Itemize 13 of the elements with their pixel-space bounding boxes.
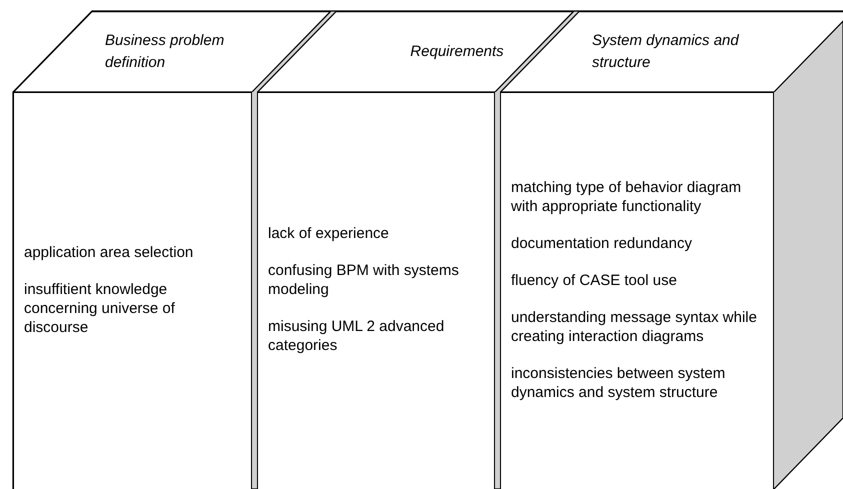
body-text: confusing BPM with systems modeling [268, 261, 460, 299]
body-text: lack of experience [268, 224, 390, 243]
body-text: application area selection [24, 242, 194, 262]
body-text: insuffitient knowledge concerning universe of discourse [24, 280, 176, 336]
column-heading: Requirements [409, 42, 505, 62]
body-text: misusing UML 2 advanced categories [268, 317, 446, 355]
body-text: understanding message syntax while creating interaction diagrams [511, 308, 758, 346]
body-text: fluency of CASE tool use [511, 270, 678, 290]
body-text: inconsistencies between system dynamics and system structure [511, 364, 726, 402]
body-text: matching type of behavior diagram with appropriate functionality [511, 178, 742, 216]
column-heading: Business problem definition [105, 30, 226, 72]
body-text: documentation redundancy [511, 234, 693, 252]
column-heading: System dynamics and structure [592, 30, 740, 72]
